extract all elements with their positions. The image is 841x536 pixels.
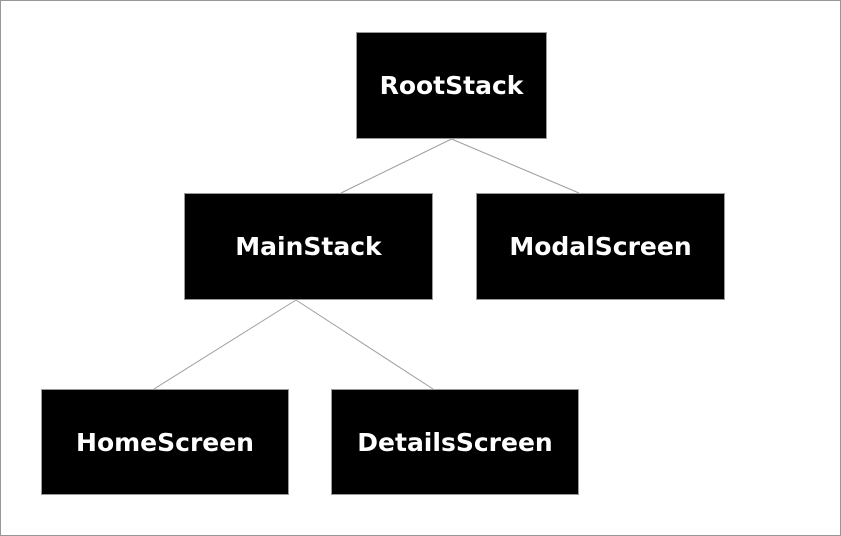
node-detailsscreen-label: DetailsScreen — [357, 427, 553, 457]
node-mainstack: MainStack — [184, 193, 433, 300]
node-modalscreen-label: ModalScreen — [509, 232, 692, 261]
edge-rootstack-mainstack — [340, 138, 452, 194]
node-detailsscreen: DetailsScreen — [331, 389, 579, 495]
node-homescreen: HomeScreen — [41, 389, 289, 495]
edge-mainstack-homescreen — [153, 299, 297, 390]
edge-rootstack-modalscreen — [451, 138, 580, 194]
edge-mainstack-detailsscreen — [295, 299, 434, 390]
node-modalscreen: ModalScreen — [476, 193, 725, 300]
node-mainstack-label: MainStack — [235, 232, 382, 261]
node-rootstack: RootStack — [356, 32, 547, 139]
node-rootstack-label: RootStack — [379, 71, 524, 100]
node-homescreen-label: HomeScreen — [76, 427, 254, 457]
